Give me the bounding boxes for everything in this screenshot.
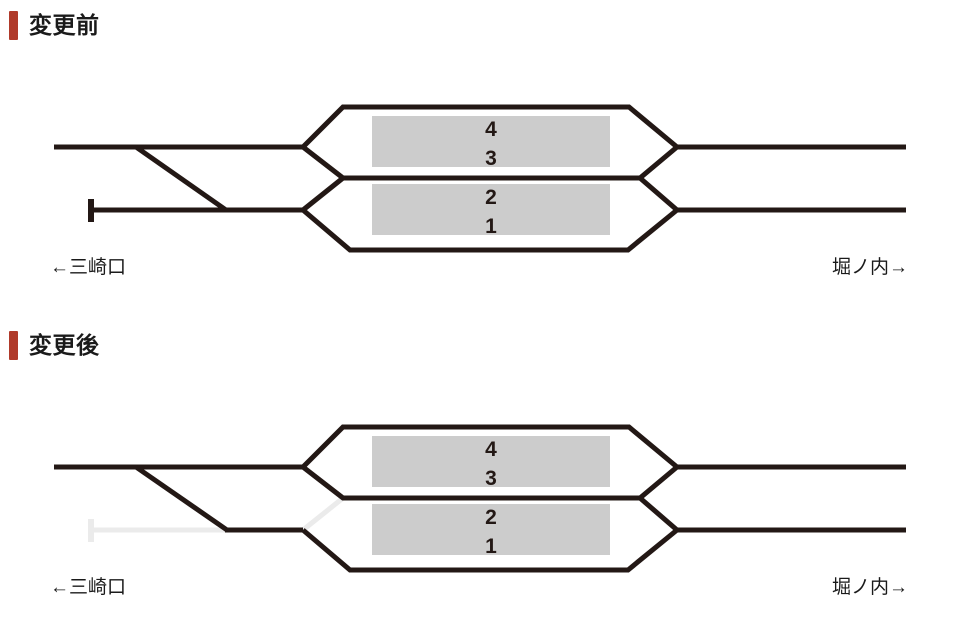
section-before-heading: 変更前 — [0, 8, 100, 42]
platform-number-1: 1 — [485, 535, 497, 558]
track-inner-lower-left-removed — [301, 496, 345, 532]
platform-box-lower — [372, 184, 610, 235]
track-inner-upper — [301, 145, 679, 181]
platform-number-3: 3 — [485, 147, 497, 170]
track-left-crossover — [134, 144, 228, 213]
label-left-terminus: ←三崎口 — [50, 576, 126, 598]
platform-number-3: 3 — [485, 467, 497, 490]
diagram-after: 4 3 2 1 — [50, 424, 908, 598]
section-after: 変更後 4 3 2 1 — [0, 320, 960, 640]
platform-number-4: 4 — [485, 438, 497, 461]
track-outer-upper — [301, 104, 679, 149]
label-right-terminus: 堀ノ内→ — [832, 576, 908, 598]
platform-box-lower — [372, 504, 610, 555]
diagram-before: 4 3 2 1 ←三崎口 堀ノ内→ — [50, 104, 908, 278]
platform-number-2: 2 — [485, 506, 497, 529]
label-left-terminus: ←三崎口 — [50, 256, 126, 278]
platform-number-4: 4 — [485, 118, 497, 141]
track-inner-upper — [301, 465, 679, 501]
track-left-crossover — [134, 464, 229, 533]
platform-box-upper — [372, 116, 610, 167]
section-before: 変更前 4 3 2 1 — [0, 8, 908, 278]
accent-bar-icon — [9, 10, 18, 40]
section-after-heading-label: 変更後 — [29, 331, 100, 358]
track-inner-lower-left — [301, 176, 345, 212]
track-inner-lower-right — [638, 496, 679, 532]
track-outer-lower — [301, 528, 679, 573]
section-after-heading: 変更後 — [0, 328, 100, 362]
section-before-heading-label: 変更前 — [29, 11, 100, 38]
label-right-terminus: 堀ノ内→ — [832, 256, 908, 278]
platform-number-1: 1 — [485, 215, 497, 238]
platform-number-2: 2 — [485, 186, 497, 209]
track-outer-lower — [301, 208, 679, 253]
track-inner-lower-right — [638, 176, 679, 212]
platform-box-upper — [372, 436, 610, 487]
track-outer-upper — [301, 424, 679, 469]
accent-bar-icon — [9, 330, 18, 360]
